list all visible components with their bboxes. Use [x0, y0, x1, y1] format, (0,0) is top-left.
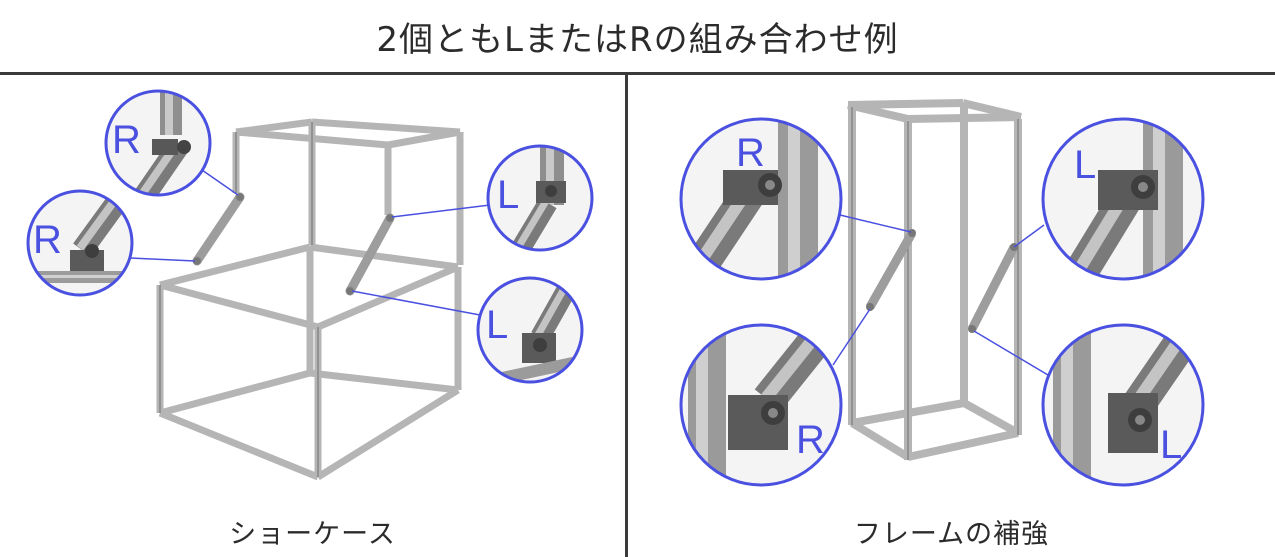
page-title: 2個ともLまたはRの組み合わせ例: [376, 19, 899, 60]
label-l-top: L: [497, 173, 520, 217]
showcase-panel: R R L L ショーケース: [0, 75, 625, 557]
label-r-left: R: [33, 218, 62, 262]
bubble-r-top: [104, 89, 212, 197]
reinforcement-illustration: [679, 99, 1205, 487]
center-divider: [625, 75, 628, 557]
label-l-bottom: L: [486, 303, 509, 347]
label-r-top: R: [112, 118, 141, 162]
label-r-upper: R: [736, 131, 765, 175]
bubble-r-left: [26, 189, 134, 297]
bubble-l-bottom: [476, 276, 584, 384]
bubble-l-top: [486, 144, 594, 252]
label-r-lower: R: [796, 418, 825, 462]
top-divider: [0, 72, 1275, 75]
bubble-l-lower: [1041, 323, 1205, 487]
bubble-l-upper: [1041, 117, 1205, 281]
showcase-illustration: [26, 89, 594, 481]
reinforcement-panel: R R L L フレームの補強: [628, 75, 1275, 557]
bubble-r-lower: [679, 323, 843, 487]
reinforcement-leader-lines: [832, 214, 1049, 376]
label-l-lower: L: [1160, 423, 1183, 467]
showcase-caption: ショーケース: [229, 519, 396, 550]
reinforcement-caption: フレームの補強: [853, 519, 1050, 550]
label-l-upper: L: [1074, 143, 1097, 187]
tower-frame: [847, 99, 1022, 461]
showcase-frame: [156, 118, 464, 481]
showcase-leader-lines: [129, 169, 491, 316]
